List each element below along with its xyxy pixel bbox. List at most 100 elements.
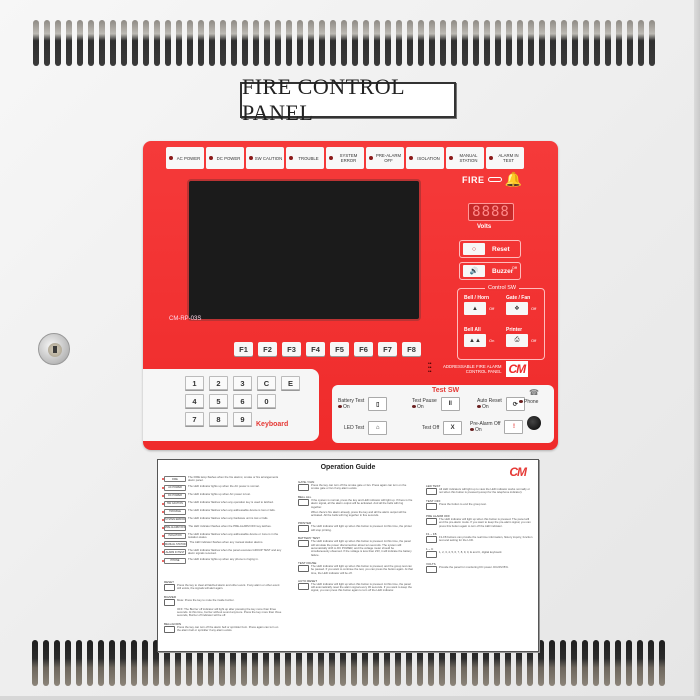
brand-block: ADDRESSABLE FIRE ALARM CONTROL PANEL CM	[443, 361, 529, 377]
f1-button[interactable]: F1	[234, 342, 253, 356]
phone-jack[interactable]	[527, 416, 541, 430]
key-4[interactable]: 4	[185, 394, 204, 408]
flame-bell-icon: 🔔	[504, 171, 522, 187]
vent-slot	[593, 640, 599, 686]
key-5[interactable]: 5	[209, 394, 228, 408]
vent-slot	[296, 640, 302, 686]
f2-button[interactable]: F2	[258, 342, 277, 356]
led-test-button[interactable]: ⌂	[368, 421, 388, 435]
pre-alarm-off-button[interactable]: !	[504, 420, 524, 434]
led-icon	[449, 156, 453, 160]
printer-button[interactable]: ⎙	[506, 334, 528, 347]
vent-slot	[230, 640, 236, 686]
bell-horn-control: Bell / Horn ▲Off	[464, 295, 500, 315]
vent-slot	[32, 640, 38, 686]
key-0[interactable]: 0	[257, 394, 276, 408]
f6-button[interactable]: F6	[354, 342, 373, 356]
vent-slot	[506, 20, 512, 66]
f4-button[interactable]: F4	[306, 342, 325, 356]
brand-caption-1: ADDRESSABLE FIRE ALARM	[443, 364, 502, 369]
gate-fan-diagram-icon	[298, 484, 309, 491]
vent-slot	[373, 640, 379, 686]
key-c[interactable]: C	[257, 376, 276, 390]
led-icon	[338, 405, 342, 408]
bell-all-button[interactable]: ▲▲	[464, 334, 486, 347]
reset-group: ○ Reset	[459, 240, 521, 258]
vent-slot	[428, 640, 434, 686]
indicator-ac-power: AC POWER	[166, 147, 204, 169]
vent-slot	[351, 640, 357, 686]
led-icon: ⌂	[375, 425, 380, 431]
cabinet-edge	[694, 0, 700, 700]
vent-slot	[473, 20, 479, 66]
led-test-group: LED Test ⌂	[344, 421, 388, 435]
f7-button[interactable]: F7	[378, 342, 397, 356]
printer-control: Printer ⎙Off	[506, 327, 542, 347]
vent-slot	[637, 640, 643, 686]
vent-slot	[549, 640, 555, 686]
vent-slot	[242, 20, 248, 66]
vent-slot	[308, 20, 314, 66]
led-icon	[369, 156, 373, 160]
led-icon	[169, 156, 173, 160]
reset-button[interactable]: ○	[463, 243, 485, 255]
vent-slot	[142, 640, 148, 686]
key-6[interactable]: 6	[233, 394, 252, 408]
reset-icon: ○	[471, 245, 477, 253]
vent-slot	[54, 640, 60, 686]
vent-slot	[627, 20, 633, 66]
alert-icon: !	[512, 424, 515, 430]
pause-icon: II	[448, 401, 452, 407]
vent-slot	[164, 640, 170, 686]
vent-slot	[209, 20, 215, 66]
key-9[interactable]: 9	[233, 412, 252, 426]
buzzer-button[interactable]: 🔊	[463, 265, 485, 277]
indicator-dc-power: DC POWER	[206, 147, 244, 169]
key-3[interactable]: 3	[233, 376, 252, 390]
vent-slot	[384, 640, 390, 686]
vent-slot	[440, 20, 446, 66]
bell-horn-diagram-icon	[164, 625, 175, 633]
vent-slot	[516, 640, 522, 686]
vent-slot	[396, 20, 402, 66]
vent-slot	[65, 640, 71, 686]
f3-button[interactable]: F3	[282, 342, 301, 356]
test-pause-button[interactable]: II	[440, 397, 460, 411]
vent-slot	[131, 640, 137, 686]
key-2[interactable]: 2	[209, 376, 228, 390]
test-off-button[interactable]: X	[443, 421, 463, 435]
speaker-icon: 🔊	[469, 268, 479, 275]
vent-slot	[340, 640, 346, 686]
key-1[interactable]: 1	[185, 376, 204, 390]
key-e[interactable]: E	[281, 376, 300, 390]
vent-slot	[87, 640, 93, 686]
f8-button[interactable]: F8	[402, 342, 421, 356]
gate-fan-button[interactable]: ❖	[506, 302, 528, 315]
model-number: CM-RP-03S	[169, 316, 202, 322]
f5-button[interactable]: F5	[330, 342, 349, 356]
indicator-pre-alarm-off: PRE-ALARM OFF	[366, 147, 404, 169]
bell-horn-button[interactable]: ▲	[464, 302, 486, 315]
vent-slot	[550, 20, 556, 66]
key-8[interactable]: 8	[209, 412, 228, 426]
vent-slot	[450, 640, 456, 686]
indicator-sw-caution: SW CAUTION	[246, 147, 284, 169]
key-7[interactable]: 7	[185, 412, 204, 426]
vent-slot	[76, 640, 82, 686]
vent-slot	[439, 640, 445, 686]
vent-slot	[109, 640, 115, 686]
led-icon	[477, 405, 481, 408]
battery-test-button[interactable]: ▯	[368, 397, 388, 411]
battery-icon: ▯	[376, 401, 380, 408]
test-sw-title: Test SW	[432, 387, 460, 394]
indicator-trouble: TROUBLE	[286, 147, 324, 169]
vent-slot	[374, 20, 380, 66]
door-lock-icon[interactable]	[38, 333, 70, 365]
guide-middle-column: GATE / FAN Press the key can turn off th…	[298, 480, 413, 593]
